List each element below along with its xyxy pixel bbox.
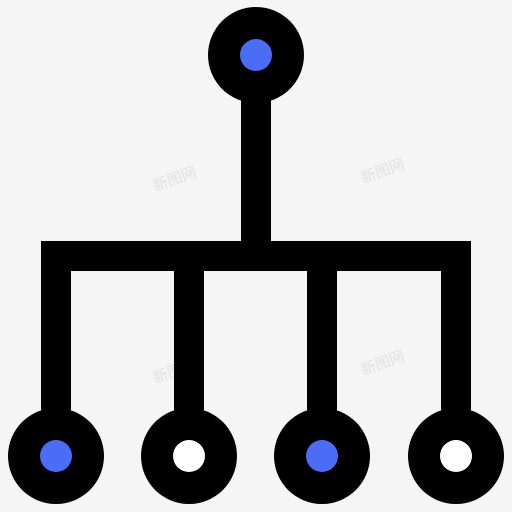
child-node-dot-1 bbox=[40, 440, 72, 472]
child-node-dot-4 bbox=[440, 440, 472, 472]
child-node-dot-2 bbox=[173, 440, 205, 472]
root-node-dot bbox=[240, 39, 272, 71]
child-node-dot-3 bbox=[306, 440, 338, 472]
